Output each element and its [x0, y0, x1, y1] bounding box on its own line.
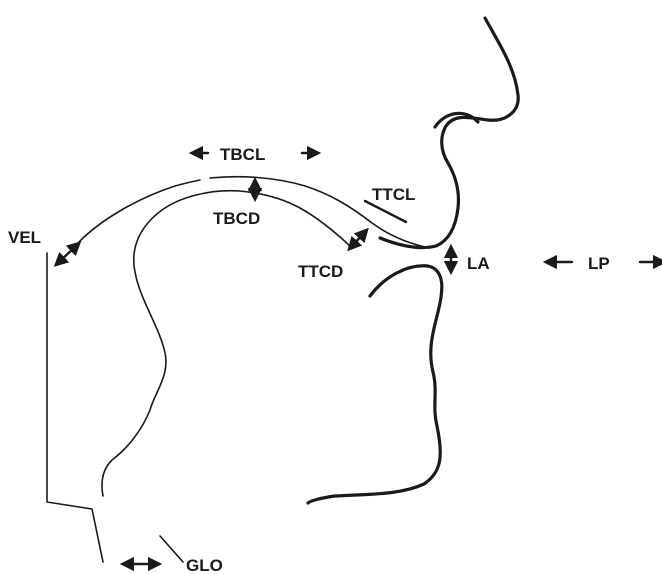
- lower-lip-chin: [306, 264, 444, 505]
- tongue-outline: [101, 189, 351, 497]
- larynx-line: [159, 535, 184, 563]
- label-tbcl: TBCL: [220, 145, 265, 164]
- vel-arrow: [53, 241, 82, 267]
- label-ttcl: TTCL: [372, 185, 415, 204]
- ttcd-arrow: [347, 227, 369, 252]
- pharynx-wall: [46, 252, 104, 563]
- label-ttcd: TTCD: [298, 262, 343, 281]
- label-vel: VEL: [8, 228, 41, 247]
- label-glo: GLO: [186, 556, 223, 574]
- nose-profile: [378, 16, 520, 250]
- ttcl-arrow: [363, 199, 408, 224]
- label-la: LA: [467, 254, 490, 273]
- label-lp: LP: [588, 254, 610, 273]
- nostril: [433, 111, 480, 129]
- label-tbcd: TBCD: [213, 209, 260, 228]
- palate-outline: [77, 179, 201, 244]
